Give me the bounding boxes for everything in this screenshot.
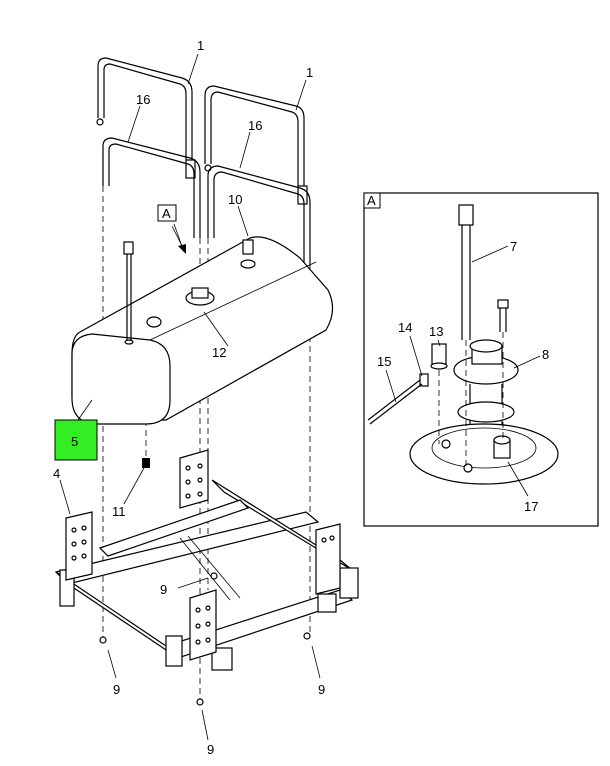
callout-12: 12 <box>212 345 226 360</box>
hose-and-clamp <box>367 373 429 425</box>
view-label-main: A <box>162 206 171 221</box>
callout-leaders <box>59 53 321 741</box>
bracket-4-center <box>179 449 209 509</box>
sender-flange <box>453 339 519 440</box>
bracket-4-front <box>189 589 217 661</box>
callout-10: 10 <box>228 192 242 207</box>
highlight-box-5 <box>54 419 98 461</box>
callout-15: 15 <box>377 354 391 369</box>
nuts-9 <box>99 572 311 706</box>
detail-label: A <box>367 193 376 208</box>
pickup-tube <box>458 204 474 340</box>
callout-4: 4 <box>53 466 60 481</box>
plug-17 <box>493 435 511 459</box>
bracket-4-left <box>65 511 93 581</box>
detail-label-box <box>363 192 381 209</box>
callout-5: 5 <box>71 434 78 449</box>
mounting-plate <box>409 423 559 485</box>
callout-11: 11 <box>112 504 126 519</box>
drain-plug <box>142 458 150 468</box>
detail-view-a: A <box>363 192 599 527</box>
bracket-4-right <box>315 523 341 595</box>
strap-1-left <box>96 57 196 179</box>
fitting <box>430 343 448 370</box>
callout-16-right: 16 <box>248 118 262 133</box>
callout-1-left: 1 <box>197 38 204 53</box>
callout-9-right: 9 <box>318 682 325 697</box>
strap-1-right <box>204 85 308 205</box>
insulator-16-left <box>102 137 201 238</box>
callout-16-left: 16 <box>136 92 150 107</box>
callout-14: 14 <box>398 320 412 335</box>
view-label-box <box>157 204 177 222</box>
callout-1-right: 1 <box>306 65 313 80</box>
callout-9-center: 9 <box>160 582 167 597</box>
fuel-tank <box>71 236 334 425</box>
view-arrow <box>171 225 186 254</box>
callout-13: 13 <box>429 324 443 339</box>
callout-8: 8 <box>542 347 549 362</box>
callout-9-bottom: 9 <box>207 742 214 757</box>
callout-17: 17 <box>524 499 538 514</box>
callout-9-left: 9 <box>113 682 120 697</box>
screw <box>497 299 509 332</box>
insulator-16-right <box>207 165 311 266</box>
vent-tube <box>123 241 134 345</box>
callout-7: 7 <box>510 239 517 254</box>
